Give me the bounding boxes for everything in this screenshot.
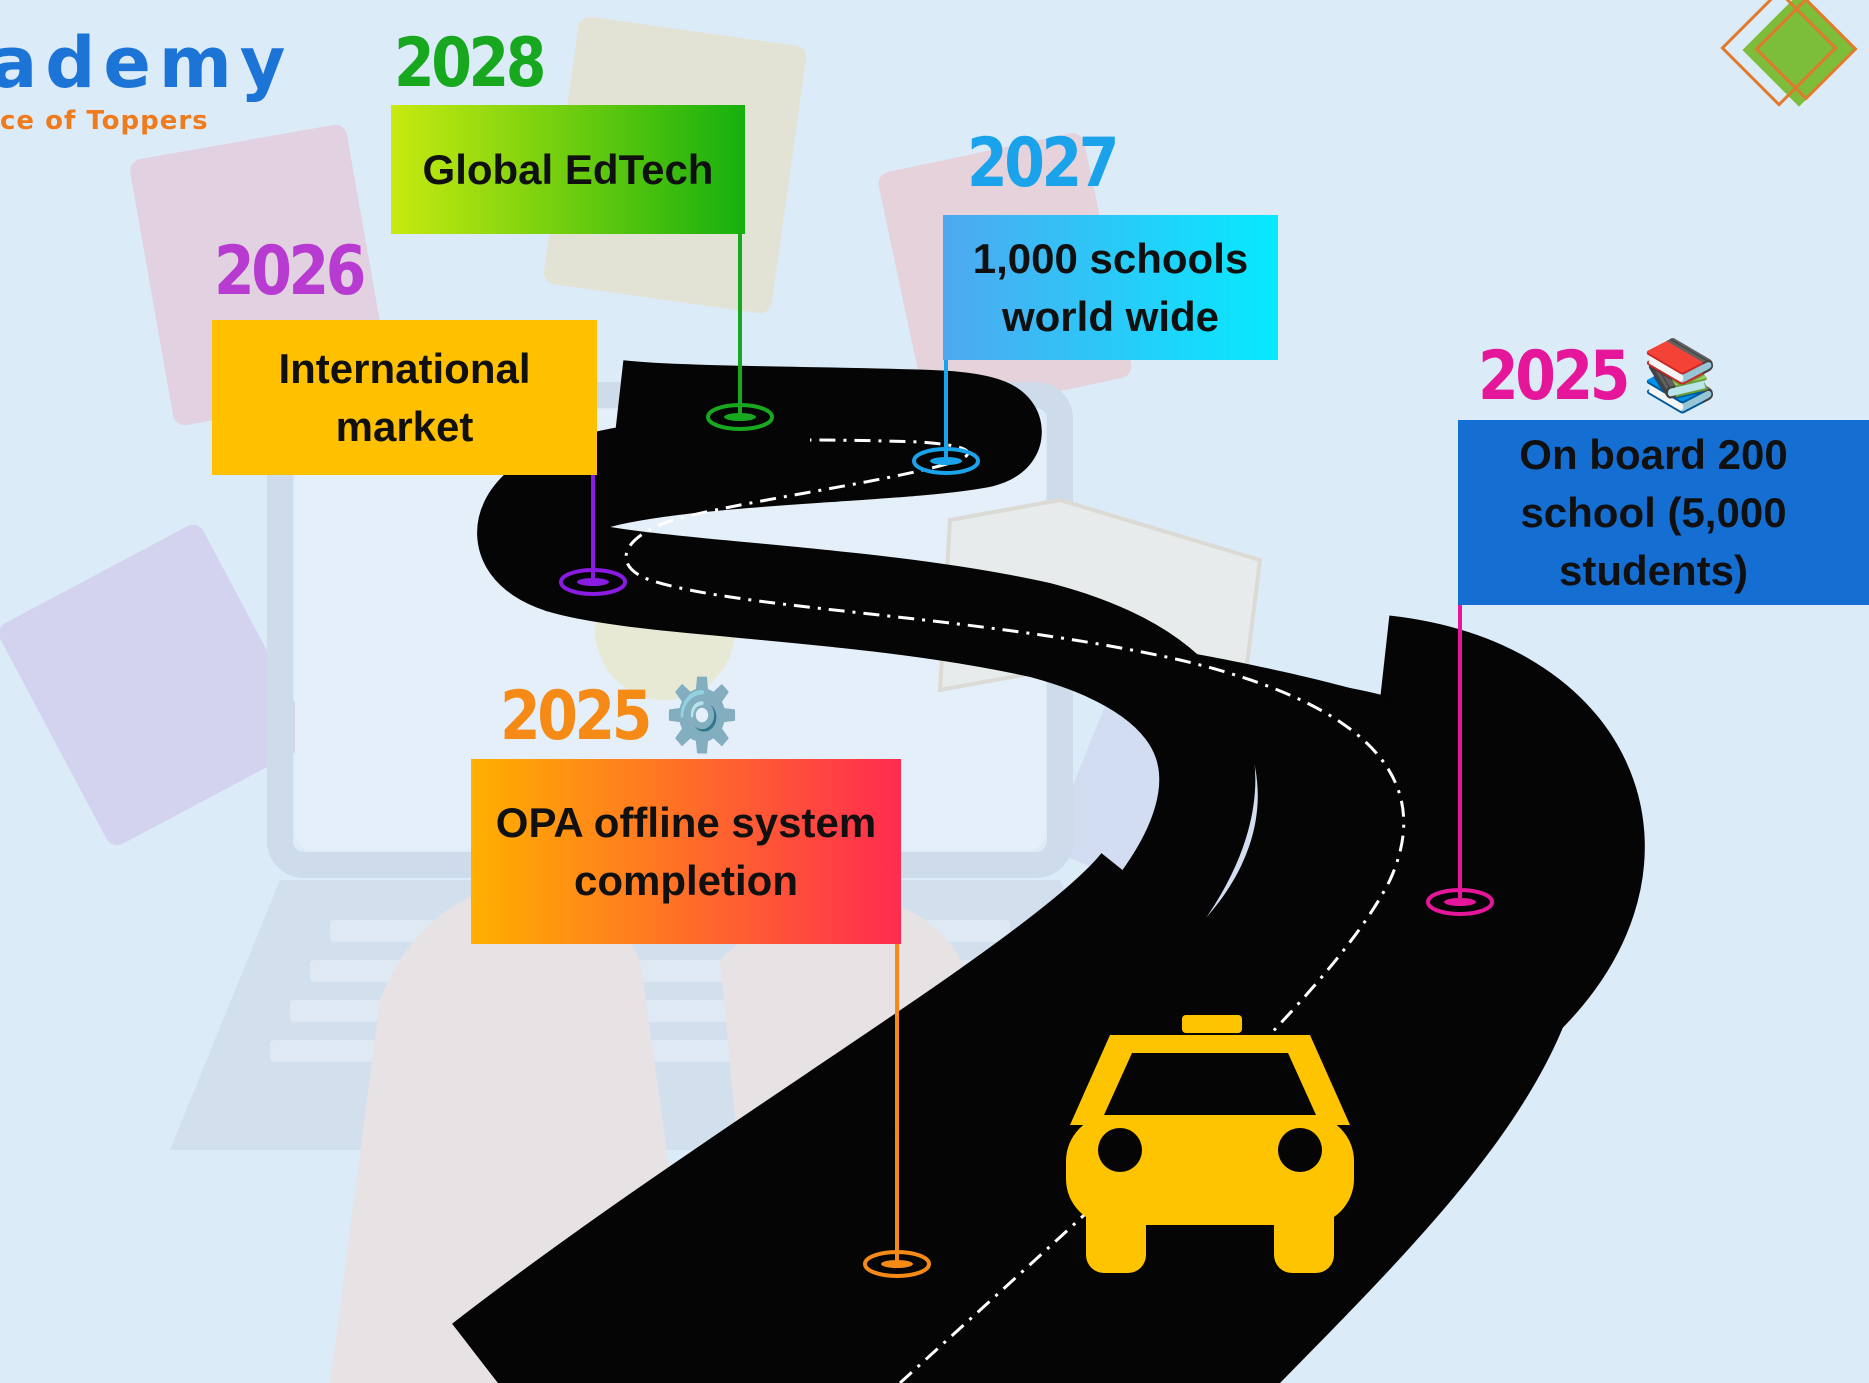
- milestone-schools-text: 1,000 schools world wide: [972, 234, 1249, 340]
- books-icon: 📚: [1642, 334, 1718, 416]
- milestone-onboard-flag: On board 200 school (5,000 students): [1458, 420, 1869, 605]
- brand-tagline: ce of Toppers: [0, 106, 209, 136]
- pin-global: [706, 232, 774, 431]
- milestone-schools-year: 2027: [967, 124, 1119, 203]
- milestone-international-text: International market: [278, 344, 531, 450]
- book-icon: [0, 524, 311, 846]
- gear-icon: ⚙️: [664, 674, 740, 756]
- road-centerline: [624, 438, 1406, 1383]
- milestone-schools-flag: 1,000 schools world wide: [943, 215, 1278, 360]
- milestone-global-flag: Global EdTech: [391, 105, 745, 234]
- milestone-opa-flag: OPA offline system completion: [471, 759, 901, 944]
- pin-onboard: [1426, 605, 1494, 916]
- milestone-global-text: Global EdTech: [422, 145, 714, 193]
- milestone-onboard-text: On board 200 school (5,000 students): [1519, 430, 1788, 594]
- milestone-onboard-year: 2025📚: [1478, 334, 1718, 416]
- pin-schools: [912, 358, 980, 475]
- taxi-icon: [1066, 1015, 1354, 1273]
- diamond-logo-icon: [1720, 0, 1858, 107]
- milestone-international-year: 2026: [214, 232, 366, 311]
- milestone-global-year: 2028: [394, 24, 546, 103]
- brand-name: ademy: [0, 22, 294, 104]
- milestone-opa-text: OPA offline system completion: [495, 798, 877, 904]
- milestone-international-flag: International market: [212, 320, 597, 475]
- brand-logo: ademy ce of Toppers: [0, 28, 293, 136]
- milestone-opa-year: 2025⚙️: [500, 674, 740, 756]
- pin-international: [559, 472, 627, 596]
- pin-opa: [863, 940, 931, 1278]
